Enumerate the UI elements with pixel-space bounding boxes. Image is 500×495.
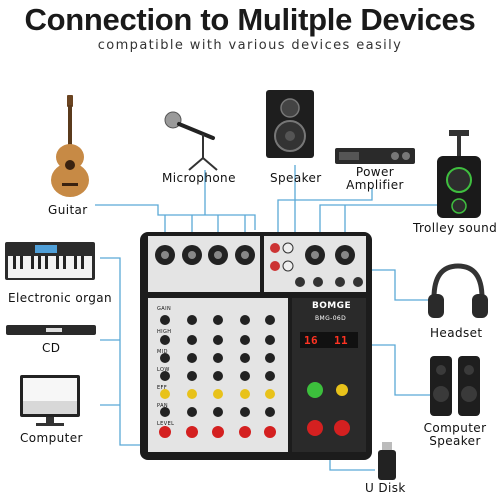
mid-label: MID bbox=[157, 346, 168, 359]
pan-label: PAN bbox=[157, 400, 168, 413]
computer-label: Computer bbox=[20, 432, 83, 445]
microphone-label: Microphone bbox=[162, 172, 236, 185]
trolley-sound-icon bbox=[437, 130, 481, 218]
guitar-icon bbox=[51, 95, 89, 197]
gain-label: GAIN bbox=[157, 303, 171, 316]
level-label: LEVEL bbox=[157, 418, 174, 431]
headset-icon bbox=[428, 266, 488, 318]
microphone-icon bbox=[165, 112, 217, 170]
cd-player-icon bbox=[6, 325, 96, 335]
guitar-label: Guitar bbox=[48, 204, 88, 217]
low-label: LOW bbox=[157, 364, 170, 377]
display-left-readout: 16 bbox=[304, 334, 318, 347]
eff-label: EFF bbox=[157, 382, 167, 395]
u-disk-label: U Disk bbox=[365, 482, 406, 495]
power-amplifier-label: Power Amplifier bbox=[345, 166, 405, 192]
cd-label: CD bbox=[42, 342, 60, 355]
speaker-icon bbox=[266, 90, 314, 158]
electronic-organ-icon bbox=[5, 242, 95, 280]
headset-label: Headset bbox=[430, 327, 483, 340]
computer-speaker-label: Computer Speaker bbox=[420, 422, 490, 448]
electronic-organ-label: Electronic organ bbox=[8, 292, 112, 305]
guitar-connector bbox=[95, 205, 255, 230]
trolley-sound-label: Trolley sound bbox=[413, 222, 497, 235]
headset-connector bbox=[370, 270, 430, 300]
power-amplifier-icon bbox=[335, 148, 415, 164]
computer-speaker-connector bbox=[370, 345, 430, 395]
mixer-model: BMG-06D bbox=[315, 312, 346, 325]
computer-speaker-icon bbox=[430, 356, 480, 416]
high-label: HIGH bbox=[157, 326, 171, 339]
u-disk-icon bbox=[378, 442, 396, 480]
speaker-label: Speaker bbox=[270, 172, 322, 185]
computer-icon bbox=[20, 375, 80, 426]
display-right-readout: 11 bbox=[334, 334, 348, 347]
